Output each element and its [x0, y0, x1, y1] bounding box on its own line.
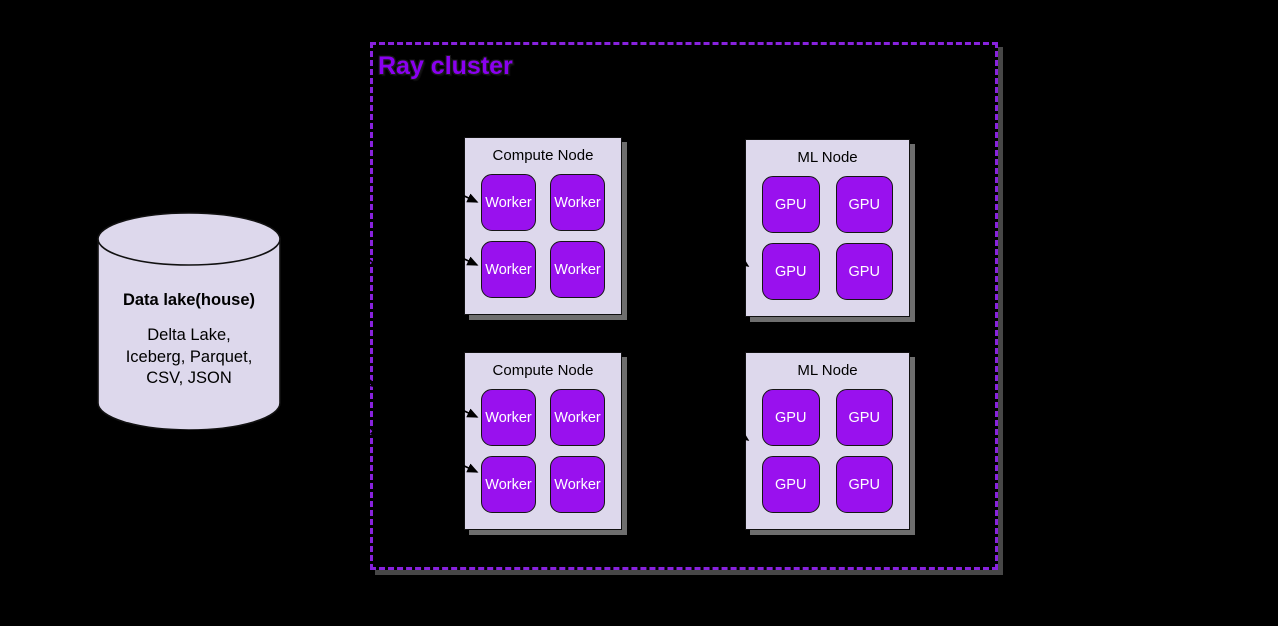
ml-node-1-title: ML Node — [797, 149, 858, 166]
worker-unit[interactable]: Worker — [550, 174, 605, 231]
ray-cluster-title: Ray cluster — [378, 52, 513, 80]
worker-unit[interactable]: Worker — [481, 456, 536, 513]
gpu-unit[interactable]: GPU — [762, 389, 820, 446]
ml-node-2-title: ML Node — [797, 362, 858, 379]
data-lake-cylinder: Data lake(house) Delta Lake, Iceberg, Pa… — [97, 212, 281, 430]
cylinder-shape — [97, 212, 281, 430]
data-lake-format-line-1: Delta Lake, — [147, 326, 231, 345]
worker-unit[interactable]: Worker — [481, 174, 536, 231]
gpu-unit[interactable]: GPU — [835, 456, 893, 513]
compute-node-1-units: Worker Worker Worker Worker — [481, 174, 605, 298]
data-lake-labels: Data lake(house) Delta Lake, Iceberg, Pa… — [97, 290, 281, 390]
gpu-unit[interactable]: GPU — [835, 243, 893, 300]
gpu-unit[interactable]: GPU — [835, 389, 893, 446]
ml-node-1[interactable]: ML Node GPU GPU GPU GPU — [745, 139, 910, 317]
data-lake-format-line-2: Iceberg, Parquet, — [125, 347, 253, 366]
gpu-unit[interactable]: GPU — [762, 456, 820, 513]
compute-node-1-title: Compute Node — [492, 147, 594, 164]
compute-node-2-units: Worker Worker Worker Worker — [481, 389, 605, 513]
gpu-unit[interactable]: GPU — [762, 176, 820, 233]
worker-unit[interactable]: Worker — [550, 241, 605, 298]
gpu-unit[interactable]: GPU — [762, 243, 820, 300]
ml-node-1-units: GPU GPU GPU GPU — [762, 176, 893, 300]
ml-node-2-units: GPU GPU GPU GPU — [762, 389, 893, 513]
ml-node-2[interactable]: ML Node GPU GPU GPU GPU — [745, 352, 910, 530]
compute-node-2-title: Compute Node — [492, 362, 594, 379]
compute-node-1[interactable]: Compute Node Worker Worker Worker Worker — [464, 137, 622, 315]
compute-node-2[interactable]: Compute Node Worker Worker Worker Worker — [464, 352, 622, 530]
gpu-unit[interactable]: GPU — [835, 176, 893, 233]
data-lake-format-line-3: CSV, JSON — [146, 369, 232, 388]
worker-unit[interactable]: Worker — [481, 389, 536, 446]
worker-unit[interactable]: Worker — [550, 389, 605, 446]
data-lake-title: Data lake(house) — [122, 291, 256, 309]
worker-unit[interactable]: Worker — [481, 241, 536, 298]
ray-cluster-boundary — [370, 42, 998, 570]
worker-unit[interactable]: Worker — [550, 456, 605, 513]
